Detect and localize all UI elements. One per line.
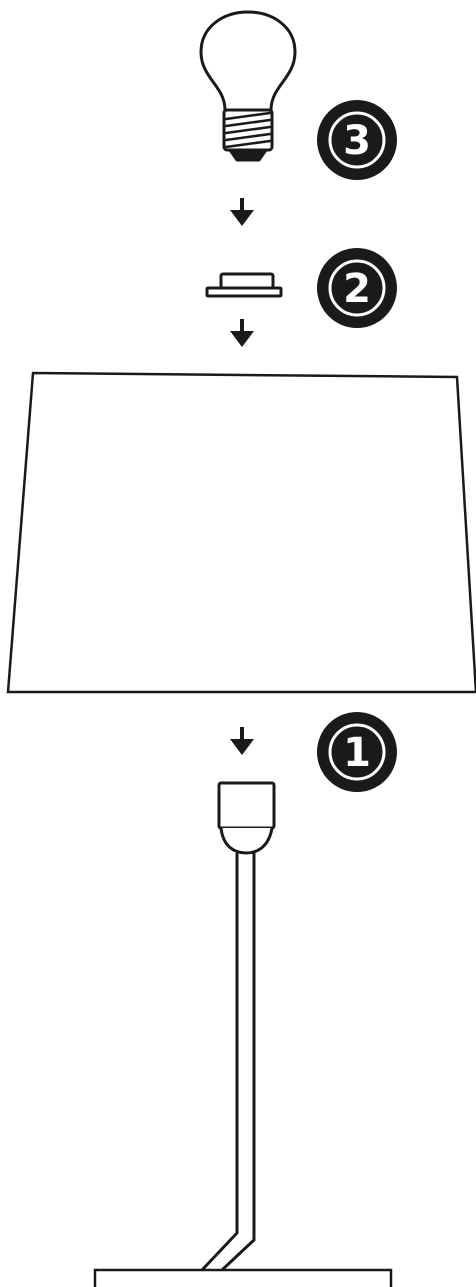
step-3-number: 3 xyxy=(343,118,371,164)
lamp-stem xyxy=(200,853,256,1272)
bulb-thread xyxy=(224,111,272,149)
bulb-contact xyxy=(228,148,268,162)
step-2-badge: 2 xyxy=(317,248,397,328)
arrow-down-icon xyxy=(230,198,254,226)
bulb-glass xyxy=(199,10,297,112)
arrow-down-icon xyxy=(230,319,254,347)
step-2-number: 2 xyxy=(343,266,371,312)
step-3-badge: 3 xyxy=(317,100,397,180)
arrow-down-icon xyxy=(230,727,254,755)
lamp-shade xyxy=(6,371,476,694)
shade-ring-icon xyxy=(205,272,283,298)
step-1-number: 1 xyxy=(343,730,371,776)
lamp-base xyxy=(93,1268,393,1287)
step-1-badge: 1 xyxy=(317,712,397,792)
light-bulb-icon xyxy=(199,10,297,162)
lamp-socket xyxy=(217,781,276,855)
